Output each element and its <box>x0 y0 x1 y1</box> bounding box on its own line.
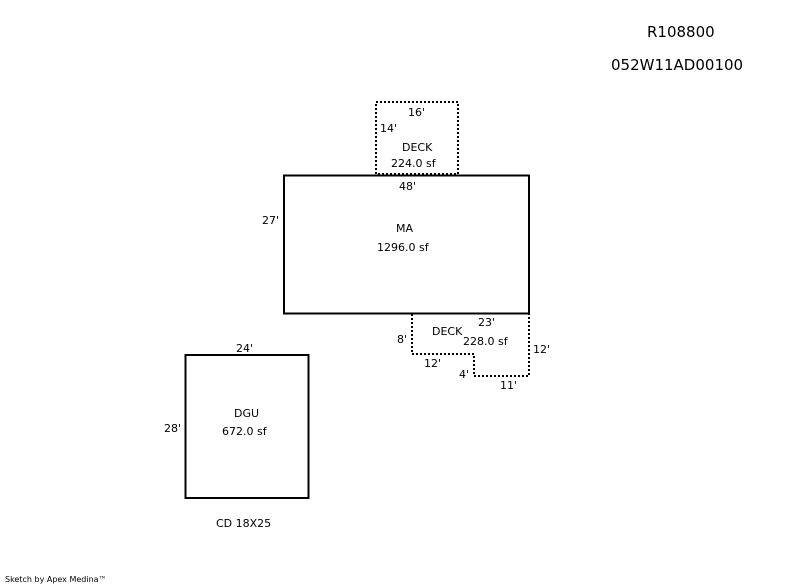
garage-dim-left: 28' <box>164 422 182 435</box>
deck-bottom-dim-left: 8' <box>397 333 408 346</box>
sketch-credit: Sketch by Apex Medina™ <box>5 575 107 584</box>
parcel-id: 052W11AD00100 <box>611 56 744 74</box>
deck-bottom-dim-bottom: 11' <box>500 379 518 392</box>
main-area: 1296.0 sf <box>377 241 429 254</box>
deck-top-dim-left: 14' <box>380 122 398 135</box>
garage-outline <box>184 354 310 499</box>
deck-top-dim-top: 16' <box>408 106 426 119</box>
deck-bottom-label: DECK <box>432 325 463 338</box>
deck-top-area: 224.0 sf <box>391 157 436 170</box>
deck-top-label: DECK <box>402 141 433 154</box>
main-dim-top: 48' <box>399 180 417 193</box>
deck-bottom-outline <box>411 314 530 377</box>
deck-bottom-dim-step-horizontal: 12' <box>424 357 442 370</box>
deck-bottom-area: 228.0 sf <box>463 335 508 348</box>
main-dim-left: 27' <box>262 214 280 227</box>
account-id: R108800 <box>647 23 715 41</box>
carport-note: CD 18X25 <box>216 517 272 530</box>
garage-dim-top: 24' <box>236 342 254 355</box>
main-area-outline <box>283 174 530 315</box>
main-label: MA <box>396 222 414 235</box>
garage-area: 672.0 sf <box>222 425 267 438</box>
deck-bottom-dim-step-vertical: 4' <box>459 368 470 381</box>
deck-bottom-dim-right: 12' <box>533 343 551 356</box>
garage-label: DGU <box>234 407 260 420</box>
deck-top-outline <box>375 101 459 175</box>
deck-bottom-dim-top: 23' <box>478 316 496 329</box>
